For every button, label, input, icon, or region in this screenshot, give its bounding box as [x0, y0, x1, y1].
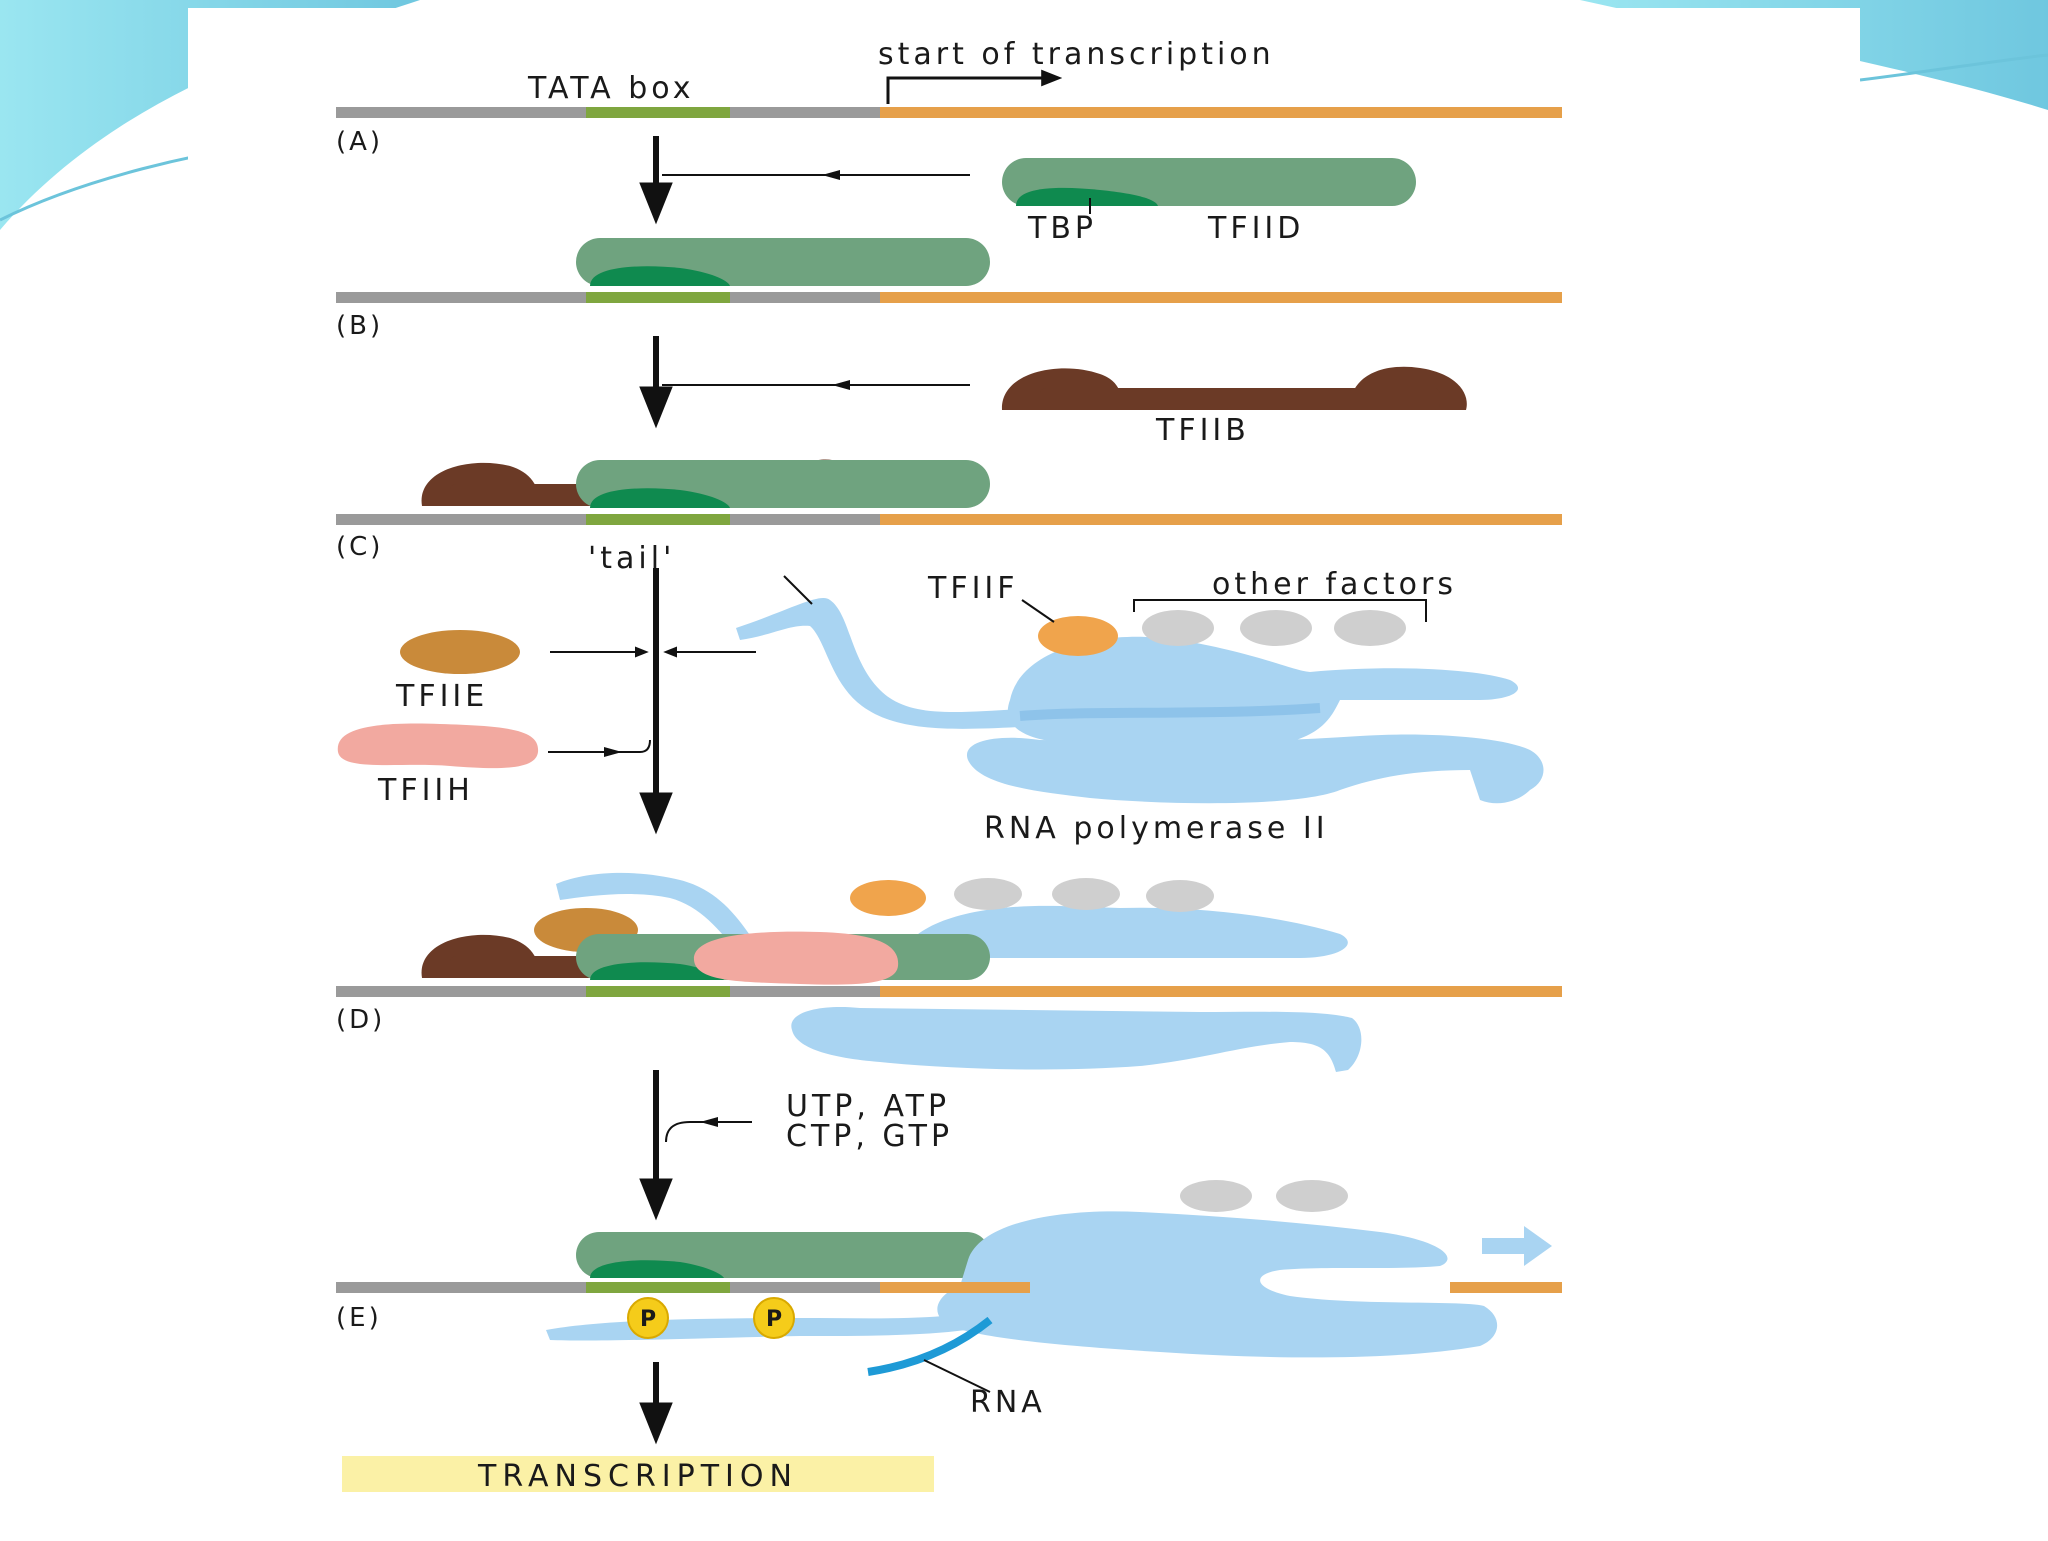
transcription-box [342, 1456, 934, 1492]
rna-label: RNA [970, 1385, 1046, 1420]
dna-coding [880, 292, 1562, 303]
step-label-b: (B) [336, 311, 383, 341]
step-e: P P RNA (E) TRANSCRIPTION [336, 1180, 1562, 1494]
step-label-d: (D) [336, 1005, 385, 1035]
other-factor [1146, 880, 1214, 912]
dna-coding [1450, 1282, 1562, 1293]
dna-coding [880, 107, 1562, 118]
nucleotide-join [665, 1121, 752, 1143]
nucleotides-line1: UTP, ATP [786, 1089, 950, 1124]
rna-transcript [867, 1316, 993, 1376]
top-right-swoosh [1580, 0, 2048, 110]
tfiid-label: TFIID [1207, 211, 1304, 246]
step-a: start of transcription TATA box (A) TBP … [336, 37, 1562, 246]
dna-coding [880, 1282, 1030, 1293]
tfiib-bound [421, 934, 610, 978]
phosphate-icon [753, 1297, 795, 1339]
phosphate-label: P [640, 1307, 656, 1332]
tail-label: 'tail' [588, 541, 675, 576]
tfiih-join [548, 739, 651, 753]
other-factor [1334, 610, 1406, 646]
other-factor [1240, 610, 1312, 646]
polymerase-upper [900, 905, 1348, 958]
dna-coding [880, 514, 1562, 525]
dna-tata-box [586, 292, 730, 303]
phosphate-icon [627, 1297, 669, 1339]
top-left-swoosh [0, 0, 420, 230]
rna-polymerase-ii-label: RNA polymerase II [984, 811, 1329, 846]
other-factor [954, 878, 1022, 910]
tfiih-bound [693, 931, 899, 985]
step-b: (B) TFIIB [336, 238, 1562, 448]
dna-tata-box [586, 514, 730, 525]
step-label-c: (C) [336, 532, 383, 562]
nucleotides-line2: CTP, GTP [786, 1119, 953, 1154]
step-d: (D) UTP, ATP CTP, GTP [336, 872, 1562, 1221]
tfiih-protein [337, 723, 539, 769]
tbp-subunit [1016, 187, 1158, 206]
tbp-label: TBP [1027, 211, 1097, 246]
tfiih-join-head [604, 747, 622, 757]
join-arrowhead [832, 380, 850, 390]
top-right-swoosh-line [1859, 53, 2048, 82]
other-factor [1180, 1180, 1252, 1212]
phosphate-label: P [766, 1307, 782, 1332]
step-c: (C) TFIIE TFIIH 'tail' TFIIF other facto… [336, 459, 1562, 846]
polymerase-lower [791, 1006, 1362, 1072]
other-factor [1142, 610, 1214, 646]
tbp-bound [590, 266, 730, 286]
other-factor [1276, 1180, 1348, 1212]
dna-tata-box [586, 986, 730, 997]
tbp-bound [590, 962, 724, 980]
tfiib-label: TFIIB [1155, 413, 1250, 448]
rna-polymerase-ii [736, 598, 1544, 804]
tfiif-label: TFIIF [927, 571, 1019, 606]
tfiie-protein [400, 630, 520, 674]
direction-arrow [1482, 1226, 1552, 1266]
start-arrow [886, 69, 1063, 104]
tfiih-label: TFIIH [377, 773, 474, 808]
tfiib-protein [1001, 366, 1467, 410]
dna-tata-box [586, 1282, 730, 1293]
tata-box-label: TATA box [527, 71, 694, 106]
other-factors-bracket [1133, 599, 1427, 622]
tbp-bound [590, 1260, 724, 1278]
tfiie-label: TFIIE [395, 679, 488, 714]
other-factor [1052, 878, 1120, 910]
step-label-a: (A) [336, 127, 383, 157]
join-arrowhead [822, 170, 840, 180]
tfiif-pointer [1021, 599, 1055, 623]
tail-pointer [783, 575, 813, 605]
tbp-bound [590, 488, 730, 508]
start-of-transcription-label: start of transcription [878, 37, 1275, 72]
step-label-e: (E) [336, 1303, 382, 1333]
tfiif-protein [1038, 616, 1118, 656]
dna-coding [880, 986, 1562, 997]
ctd-tail-bound [556, 872, 760, 956]
rna-pointer [923, 1359, 991, 1393]
polymerase-elongating [937, 1211, 1498, 1358]
other-factors-label: other factors [1212, 567, 1457, 602]
dna-tata-box [586, 107, 730, 118]
tfiif-bound [850, 880, 926, 916]
nucleotide-join-head [700, 1117, 718, 1127]
transcription-label: TRANSCRIPTION [477, 1459, 798, 1494]
